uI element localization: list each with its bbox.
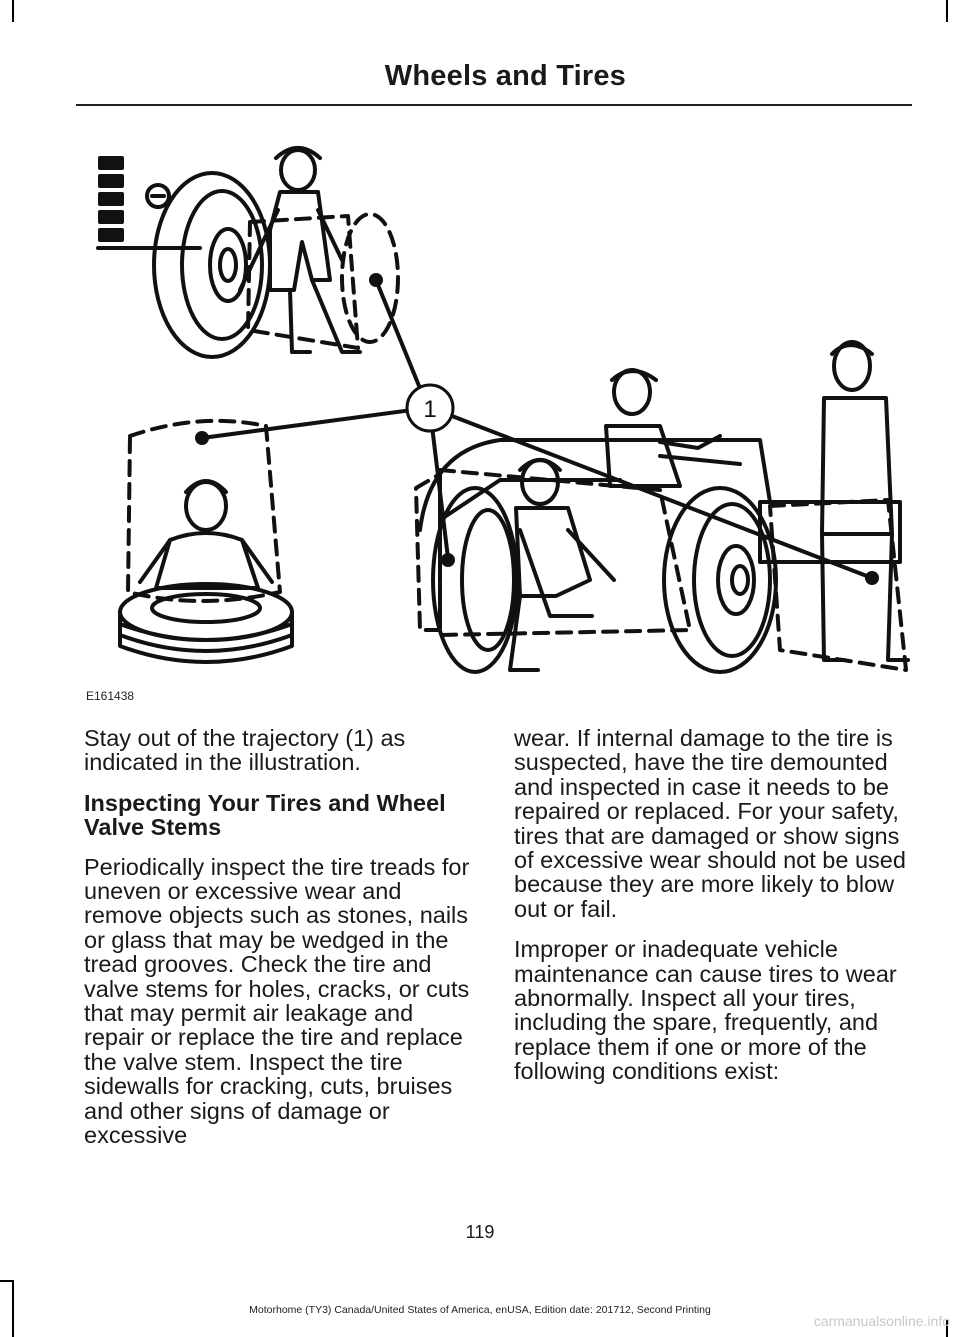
standing-mechanic	[604, 368, 742, 488]
vehicle-side-panel	[96, 156, 202, 250]
trajectory-line-down	[430, 424, 450, 560]
tire-stack	[118, 582, 294, 664]
page-section-title: Wheels and Tires	[384, 60, 626, 92]
trajectory-point-left	[195, 431, 209, 445]
danger-zone-top	[246, 214, 360, 350]
crop-mark-top-left	[12, 0, 14, 22]
tire-safety-illustration: 1	[96, 146, 910, 674]
crop-mark-bottom-left-v	[12, 1280, 14, 1337]
kneeling-mechanic	[238, 146, 362, 354]
danger-zone-left	[126, 418, 282, 603]
body-paragraph: wear. If internal damage to the tire is …	[514, 725, 906, 922]
trajectory-point-right	[865, 571, 879, 585]
body-paragraph: Improper or inadequate vehicle maintenan…	[514, 936, 897, 1085]
section-heading: Inspecting Your Tires and Wheel Valve St…	[84, 789, 446, 841]
trajectory-point-down	[441, 553, 455, 567]
watermark: carmanualsonline.info	[813, 1313, 950, 1329]
trajectory-point-top	[369, 273, 383, 287]
danger-zone-top-oval	[340, 212, 400, 344]
danger-zone-right-wheel	[438, 468, 692, 637]
right-column: wear. If internal damage to the tire is …	[514, 726, 908, 1100]
crop-mark-bottom-right-v	[946, 1320, 948, 1337]
left-column: Stay out of the trajectory (1) as indica…	[84, 726, 478, 1164]
crop-mark-bottom-left-h	[0, 1280, 14, 1282]
header-divider	[76, 104, 912, 106]
danger-zone-far-right	[768, 498, 908, 672]
person-with-tires	[138, 479, 274, 590]
page-number: 119	[465, 1222, 495, 1242]
trajectory-line-right	[450, 414, 874, 580]
callout-circle	[405, 383, 455, 433]
footer-text: Motorhome (TY3) Canada/United States of …	[249, 1304, 711, 1316]
crop-mark-top-right	[946, 0, 948, 22]
intro-text: Stay out of the trajectory (1) as indica…	[84, 725, 406, 776]
figure-code: E161438	[86, 689, 135, 703]
crouching-mechanic	[508, 458, 616, 672]
body-paragraph: Periodically inspect the tire treads for…	[84, 853, 470, 1149]
trajectory-line-left	[200, 408, 414, 440]
callout-label: 1	[423, 396, 436, 423]
